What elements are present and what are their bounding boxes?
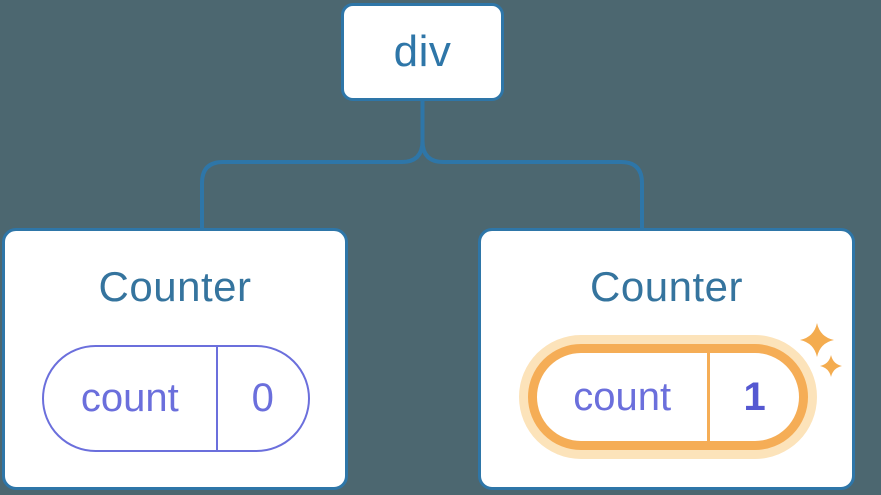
component-title-right: Counter (590, 263, 743, 310)
tree-connector-lines (200, 101, 644, 229)
tree-node-div-label: div (393, 27, 452, 76)
connector-left-branch (200, 101, 425, 229)
sparkle-large (800, 323, 834, 357)
sparkles-icon (800, 323, 842, 377)
component-title-left: Counter (98, 263, 252, 310)
state-pill-left: count 0 (42, 345, 310, 452)
state-value-right: 1 (707, 353, 799, 441)
state-pill-right-highlighted: count 1 (528, 344, 808, 450)
connector-right-branch (420, 101, 644, 229)
state-key-label-right: count (573, 374, 672, 419)
tree-node-div: div (341, 3, 504, 101)
component-card-counter-left: Counter count 0 (2, 228, 348, 490)
sparkle-small (820, 355, 842, 377)
component-card-counter-right: Counter count 1 (478, 228, 855, 490)
state-key-label-left: count (80, 376, 179, 420)
state-value-left: 0 (215, 347, 308, 450)
